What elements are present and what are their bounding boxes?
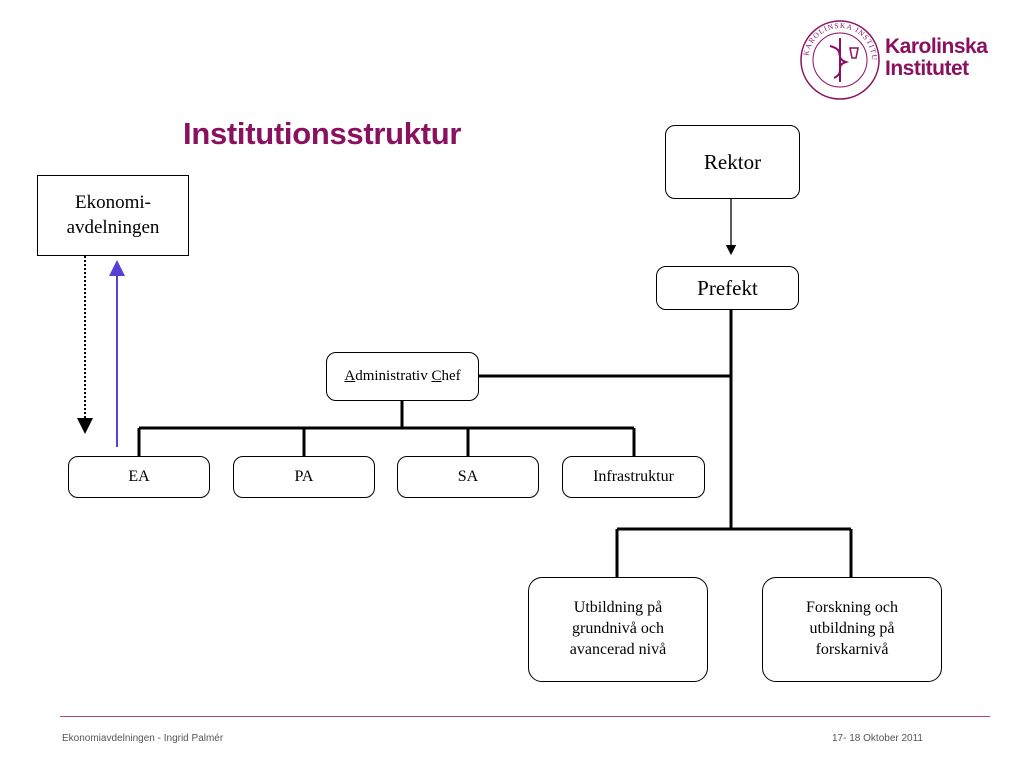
forskning-box: Forskning och utbildning på forskarnivå [762, 577, 942, 682]
pa-box: PA [233, 456, 375, 498]
footer-divider [60, 716, 990, 717]
ekonomi-box: Ekonomi- avdelningen [37, 175, 189, 256]
footer-left: Ekonomiavdelningen - Ingrid Palmér [62, 733, 224, 744]
admin-chef-mid: dministrativ [355, 368, 432, 384]
infra-box: Infrastruktur [562, 456, 705, 498]
admin-chef-c: C [431, 368, 442, 384]
page-title: Institutionsstruktur [183, 116, 462, 151]
logo-line-2: Institutet [885, 57, 969, 80]
admin-chef-end: hef [441, 368, 461, 384]
admin-chef-box: Administrativ Chef [326, 352, 479, 401]
ea-box: EA [68, 456, 210, 498]
logo-line-1: Karolinska [885, 35, 988, 58]
prefekt-box: Prefekt [656, 266, 799, 310]
rektor-box: Rektor [665, 125, 800, 199]
footer-right: 17- 18 Oktober 2011 [832, 733, 923, 744]
admin-chef-a: A [344, 368, 356, 384]
logo-wordmark: Karolinska Institutet [885, 35, 988, 80]
sa-box: SA [397, 456, 539, 498]
utbildning-box: Utbildning på grundnivå och avancerad ni… [528, 577, 708, 682]
karolinska-seal-icon: KAROLINSKA INSTITUTET · ANNO 1810 [798, 18, 880, 100]
